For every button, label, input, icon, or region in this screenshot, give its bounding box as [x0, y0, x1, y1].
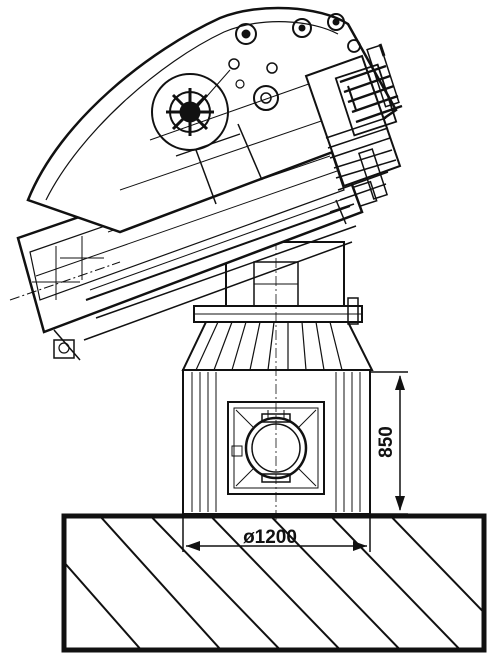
arrow-up-icon	[395, 375, 405, 390]
pedestal	[182, 369, 371, 515]
arrow-left-icon	[186, 541, 200, 551]
control-valve-block	[304, 43, 403, 225]
main-boom	[9, 128, 364, 361]
inner-boom	[26, 6, 398, 234]
diameter-label: ø1200	[243, 527, 297, 548]
winch-drum	[151, 73, 229, 151]
foundation-hatching	[66, 518, 482, 648]
height-dimension	[370, 371, 408, 515]
arrow-right-icon	[353, 541, 367, 551]
slewing-cone	[181, 297, 374, 371]
arrow-down-icon	[395, 496, 405, 511]
foundation-block	[61, 513, 487, 653]
slew-motor	[231, 410, 308, 483]
height-label: 850	[376, 426, 397, 458]
